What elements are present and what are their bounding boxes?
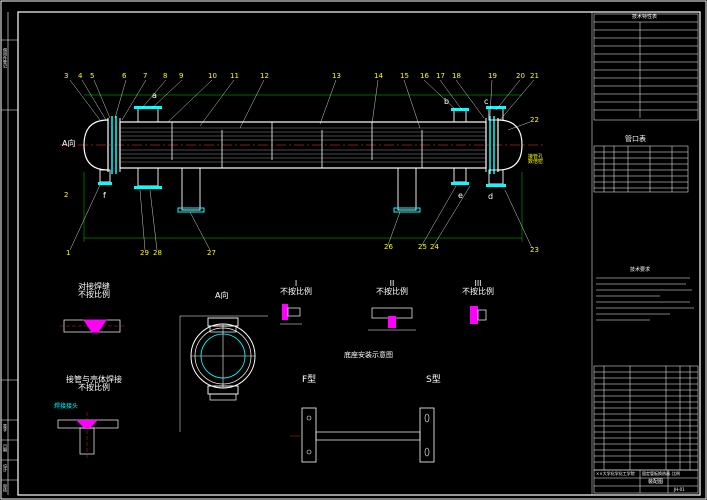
left-strip-label-4: 审核 (3, 484, 8, 492)
requirements-text-lines (596, 277, 694, 321)
scale-label: 比例 (672, 471, 680, 476)
callout-26: 26 (384, 243, 393, 251)
nozzle-d (488, 169, 504, 185)
tech-table-title: 技术特性表 (632, 14, 658, 20)
weld-detail-1-title: 对接焊缝 不按比例 (78, 282, 110, 299)
title-block-subname: 装配图 (648, 479, 664, 485)
callout-29: 29 (140, 249, 149, 257)
dimension-lines (83, 94, 523, 242)
callout-24: 24 (430, 243, 439, 251)
callout-14: 14 (374, 72, 383, 80)
callout-17: 17 (436, 72, 445, 80)
nozzle-label-c: c (484, 97, 489, 106)
nozzle-label-e: e (458, 191, 463, 200)
university-name: ××大学化学化工学院 (596, 471, 635, 476)
callout-1: 1 (66, 249, 71, 257)
right-panel-lines (591, 11, 701, 496)
callout-5: 5 (90, 72, 95, 80)
detail-II-title: II 不按比例 (376, 279, 408, 296)
callout-28: 28 (153, 249, 162, 257)
nozzle-bottom-left (137, 167, 159, 187)
base-type-f (290, 407, 421, 463)
left-strip-label-1: 签字 (3, 424, 8, 432)
nozzle-label-b: b (444, 97, 450, 106)
weld-detail-2-title: 接管与壳体焊接 不按比例 (66, 375, 122, 392)
nozzle-e (453, 167, 467, 183)
callout-18: 18 (452, 72, 461, 80)
view-a-marker: A向 (62, 139, 76, 148)
view-a-title: A向 (215, 291, 229, 300)
nozzle-label-a: a (152, 91, 157, 100)
right-head (497, 119, 523, 171)
callout-25: 25 (418, 243, 427, 251)
heat-exchanger-main-view (60, 79, 545, 251)
nozzle-label-d: d (488, 192, 494, 201)
nozzle-label-f: f (103, 191, 106, 200)
callout-27: 27 (207, 249, 216, 257)
callout-2: 2 (64, 191, 69, 199)
detail-I (280, 304, 302, 325)
detail-III-title: III 不按比例 (462, 279, 494, 296)
callout-8: 8 (163, 72, 168, 80)
callout-10: 10 (208, 72, 217, 80)
callout-13: 13 (332, 72, 341, 80)
weld-detail-2-sub: 焊接接头 (54, 403, 79, 410)
detail-I-title: I 不按比例 (280, 279, 312, 296)
nozzle-a (137, 107, 159, 123)
left-strip-label-3: 设计 (3, 464, 8, 472)
callout-9: 9 (179, 72, 184, 80)
callout-7: 7 (143, 72, 148, 80)
baffles (171, 122, 423, 168)
left-strip-label-2: 日期 (3, 444, 8, 452)
title-block-name: 固定管板换热器 (642, 471, 670, 476)
right-nozzle-note: 接管孔 数倍密 (528, 154, 544, 165)
callout-21: 21 (530, 72, 539, 80)
callout-16: 16 (420, 72, 429, 80)
base-f-title: F型 (302, 375, 317, 385)
left-head (83, 119, 109, 171)
callout-4: 4 (78, 72, 83, 80)
saddle-left (181, 167, 201, 211)
saddle-right (397, 167, 417, 211)
callout-19: 19 (488, 72, 497, 80)
nozzle-b (453, 109, 467, 123)
drawing-number: JH-01 (674, 487, 685, 492)
left-strip-label-0: 借用件登记 (3, 48, 8, 68)
callout-12: 12 (260, 72, 269, 80)
detail-II (368, 307, 416, 331)
callout-22: 22 (530, 116, 539, 124)
callout-3: 3 (64, 72, 69, 80)
callout-6: 6 (122, 72, 127, 80)
requirements-title: 技术要求 (630, 267, 651, 273)
weld-detail-1 (60, 319, 124, 333)
detail-III (470, 306, 487, 324)
left-title-strip (1, 12, 18, 495)
nozzle-table-title: 管口表 (625, 135, 646, 143)
callout-23: 23 (530, 246, 539, 254)
callout-11: 11 (230, 72, 239, 80)
weld-detail-2 (57, 412, 119, 460)
callout-20: 20 (516, 72, 525, 80)
callout-15: 15 (400, 72, 409, 80)
drawing-frame (17, 11, 701, 496)
base-s-title: S型 (426, 375, 441, 385)
base-type-s (419, 407, 435, 463)
base-install-title: 底座安装示意图 (344, 351, 393, 359)
leader-lines (69, 79, 535, 251)
view-a-flange (179, 315, 268, 432)
shell (119, 121, 487, 169)
tube-bundle (120, 127, 486, 163)
